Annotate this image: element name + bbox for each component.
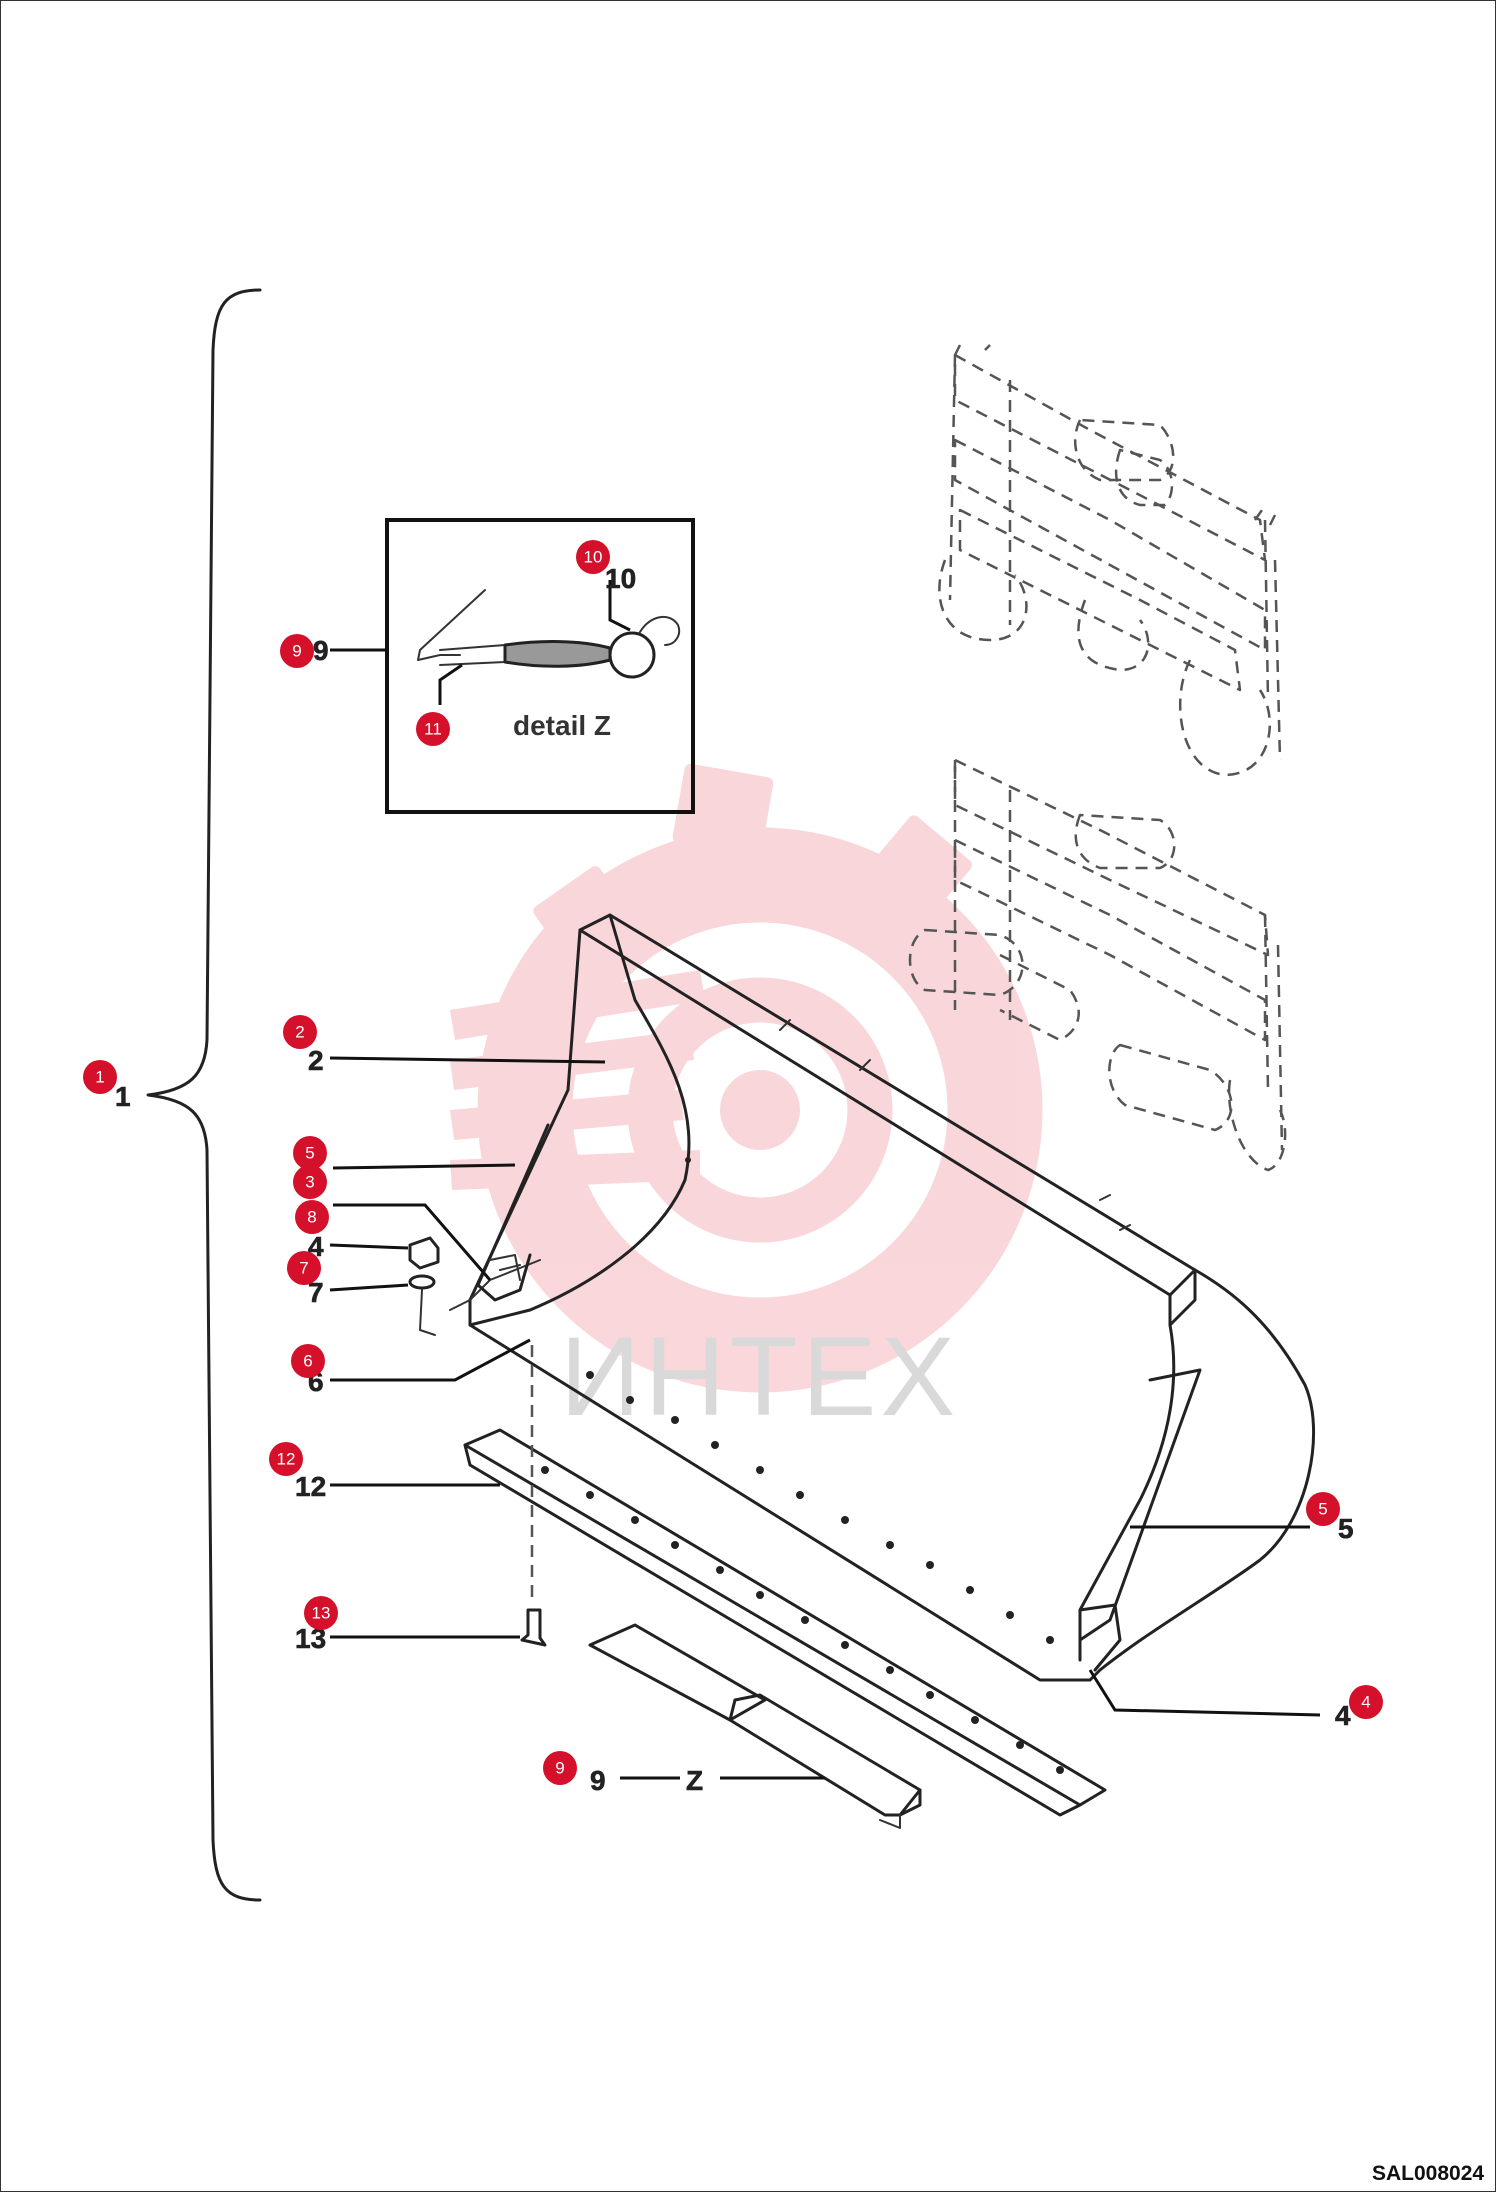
watermark-logo [450,763,1043,1393]
quick-coupler-upper [938,344,1282,777]
svg-text:8: 8 [307,1208,316,1227]
svg-text:13: 13 [312,1604,331,1623]
part-number-10: 10 [605,563,636,594]
cutting-edge [463,1371,1107,1817]
svg-text:11: 11 [424,720,442,739]
badge-1[interactable]: 1 [83,1060,117,1094]
svg-text:2: 2 [295,1023,304,1042]
badge-5a[interactable]: 5 [293,1136,327,1170]
badge-9a[interactable]: 9 [280,634,314,668]
leader-lines [329,580,1321,1780]
part-number-9a: 9 [313,635,329,666]
badge-12[interactable]: 12 [269,1442,303,1476]
detail-z-box: detail Z [385,518,695,814]
svg-text:4: 4 [1361,1693,1370,1712]
svg-text:5: 5 [305,1144,314,1163]
svg-text:10: 10 [584,548,603,567]
watermark-text: ИНТЕХ [560,1314,959,1439]
svg-text:5: 5 [1318,1500,1327,1519]
badge-4b[interactable]: 4 [1349,1685,1383,1719]
svg-text:1: 1 [95,1068,104,1087]
badge-7[interactable]: 7 [287,1251,321,1285]
part-number-12: 12 [295,1471,326,1502]
quick-coupler-lower [908,758,1287,1172]
part-number-2: 2 [308,1045,324,1076]
badge-3[interactable]: 3 [293,1165,327,1199]
part-number-9b: 9 [590,1765,606,1796]
nut-washer [408,1236,471,1336]
bucket [468,913,1316,1682]
drawing-code: SAL008024 [1372,2162,1484,2185]
badge-13[interactable]: 13 [304,1596,338,1630]
assembly-brace [146,288,262,1902]
svg-text:9: 9 [292,642,301,661]
badge-10[interactable]: 10 [576,540,610,574]
svg-text:3: 3 [305,1173,314,1192]
svg-text:6: 6 [303,1352,312,1371]
wear-strips [588,1623,922,1829]
badge-11[interactable]: 11 [416,712,450,746]
bolt [520,1345,547,1647]
badge-2[interactable]: 2 [283,1015,317,1049]
callout-badges: 1 2 5 3 8 7 6 12 13 9 9 10 11 5 4 [83,540,1383,1785]
badge-9b[interactable]: 9 [543,1751,577,1785]
badge-5b[interactable]: 5 [1306,1492,1340,1526]
z-label: Z [686,1765,703,1796]
part-number-4b: 4 [1335,1700,1351,1731]
svg-text:9: 9 [555,1759,564,1778]
badge-8[interactable]: 8 [295,1200,329,1234]
badge-6[interactable]: 6 [291,1344,325,1378]
svg-text:7: 7 [299,1259,308,1278]
part-number-5b: 5 [1338,1513,1354,1544]
detail-z-label: detail Z [513,710,611,741]
side-plate [476,1123,550,1302]
part-number-7: 7 [308,1277,324,1308]
part-number-1: 1 [115,1081,131,1112]
part-numbers: 1 2 4 7 6 12 13 9 Z 9 10 5 4 [115,563,1354,1797]
svg-text:12: 12 [277,1450,296,1469]
